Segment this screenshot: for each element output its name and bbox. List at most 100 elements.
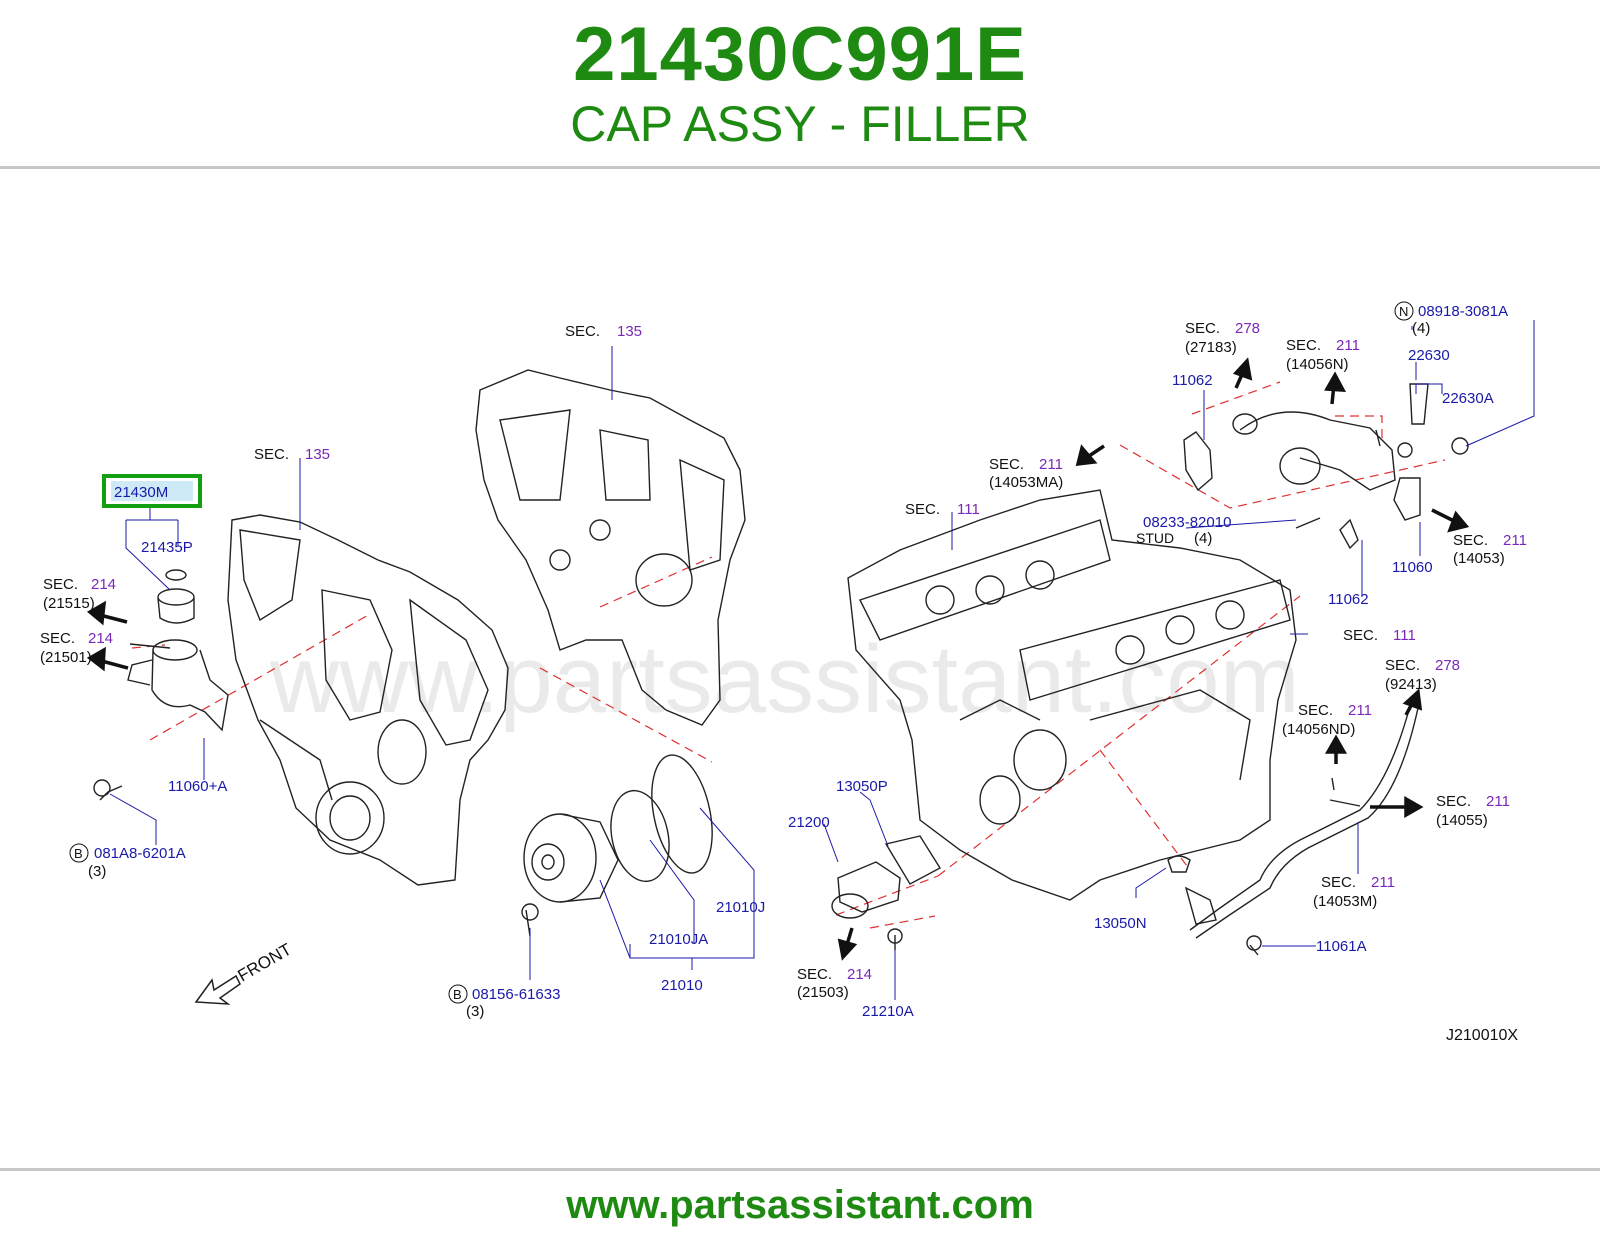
svg-text:SEC.: SEC. [989, 456, 1024, 473]
section-references: SEC. 214 (21515) SEC. 214 (21501) SEC. 1… [40, 320, 1527, 1001]
svg-text:SEC.: SEC. [905, 501, 940, 518]
svg-text:(14056N): (14056N) [1286, 356, 1349, 373]
watermark: www.partsassistant.com [269, 626, 1300, 733]
water-inlet-assembly [93, 569, 229, 801]
svg-text:SEC.: SEC. [1436, 793, 1471, 810]
alignment-lines [131, 381, 1446, 929]
section-ref-211-14055[interactable]: SEC. 211 (14055) [1436, 793, 1510, 829]
part-label-22630A[interactable]: 22630A [1442, 390, 1494, 407]
svg-text:SEC.: SEC. [1321, 874, 1356, 891]
part-label-11060[interactable]: 11060 [1392, 559, 1433, 576]
badge-b-center: B [448, 984, 468, 1004]
stud-label: STUD [1136, 530, 1174, 546]
qty-081A8: (3) [88, 863, 106, 880]
part-label-08918-3081A[interactable]: 08918-3081A [1418, 303, 1508, 320]
part-label-081A8-6201A[interactable]: 081A8-6201A [94, 845, 186, 862]
svg-text:SEC.: SEC. [797, 966, 832, 983]
section-ref-211-14053M[interactable]: SEC. 211 (14053M) [1313, 874, 1395, 910]
svg-text:211: 211 [1371, 874, 1395, 891]
svg-text:(92413): (92413) [1385, 676, 1437, 693]
part-label-21210A[interactable]: 21210A [862, 1003, 914, 1020]
part-name-subtitle: CAP ASSY - FILLER [570, 96, 1030, 152]
svg-text:211: 211 [1486, 793, 1510, 810]
direction-arrows [86, 357, 1470, 961]
part-label-11060A[interactable]: 11060+A [168, 778, 227, 795]
badge-b-left: B [69, 843, 89, 863]
thermostat-housing [831, 835, 941, 950]
section-ref-135-top[interactable]: SEC. 135 [565, 323, 642, 340]
svg-text:(21515): (21515) [43, 595, 95, 612]
svg-text:278: 278 [1235, 320, 1260, 337]
section-ref-211-14056N[interactable]: SEC. 211 (14056N) [1286, 337, 1360, 373]
svg-text:SEC.: SEC. [1343, 627, 1378, 644]
section-ref-214-21503[interactable]: SEC. 214 (21503) [797, 966, 872, 1001]
section-ref-211-14053MA[interactable]: SEC. 211 (14053MA) [989, 456, 1063, 491]
part-number-labels: 21435P 11060+A B 081A8-6201A (3) B 08156… [69, 301, 1508, 1020]
header-divider [0, 166, 1600, 169]
svg-text:135: 135 [617, 323, 642, 340]
section-ref-111-lower[interactable]: SEC. 111 [1343, 627, 1416, 644]
part-label-08156-61633[interactable]: 08156-61633 [472, 986, 560, 1003]
section-ref-111-upper[interactable]: SEC. 111 [905, 501, 980, 518]
svg-text:(14055): (14055) [1436, 812, 1488, 829]
svg-text:(27183): (27183) [1185, 339, 1237, 356]
rear-timing-case [475, 369, 746, 726]
qty-08918: (4) [1412, 320, 1430, 337]
svg-text:211: 211 [1503, 532, 1527, 549]
svg-text:111: 111 [1393, 627, 1416, 644]
section-ref-214-21501[interactable]: SEC. 214 (21501) [40, 630, 113, 666]
part-label-13050N[interactable]: 13050N [1094, 915, 1147, 932]
svg-text:(14056ND): (14056ND) [1282, 721, 1355, 738]
part-label-11061A[interactable]: 11061A [1316, 938, 1367, 955]
section-ref-211-14053[interactable]: SEC. 211 (14053) [1453, 532, 1527, 567]
svg-text:278: 278 [1435, 657, 1460, 674]
highlighted-part-21430M[interactable]: 21430M [102, 474, 202, 508]
section-ref-278-92413[interactable]: SEC. 278 (92413) [1385, 657, 1460, 693]
svg-text:SEC.: SEC. [1286, 337, 1321, 354]
part-label-22630[interactable]: 22630 [1408, 347, 1450, 364]
svg-text:SEC.: SEC. [565, 323, 600, 340]
svg-text:(21501): (21501) [40, 649, 92, 666]
part-label-21430M: 21430M [114, 484, 168, 501]
footer-website-link[interactable]: www.partsassistant.com [566, 1183, 1034, 1227]
svg-text:(14053M): (14053M) [1313, 893, 1377, 910]
section-ref-278-27183[interactable]: SEC. 278 (27183) [1185, 320, 1260, 356]
part-label-11062-upper[interactable]: 11062 [1172, 372, 1213, 389]
diagram-code: J210010X [1446, 1027, 1518, 1044]
cylinder-block [847, 489, 1297, 901]
part-label-21200[interactable]: 21200 [788, 814, 830, 831]
section-ref-211-14056ND[interactable]: SEC. 211 (14056ND) [1282, 702, 1372, 738]
svg-text:B: B [74, 846, 83, 861]
svg-text:211: 211 [1336, 337, 1360, 354]
lower-water-pipe [1167, 705, 1419, 956]
qty-08233: (4) [1194, 530, 1212, 547]
part-label-08233-82010[interactable]: 08233-82010 [1143, 514, 1231, 531]
part-label-21010[interactable]: 21010 [661, 977, 703, 994]
qty-08156: (3) [466, 1003, 484, 1020]
svg-text:214: 214 [88, 630, 113, 647]
svg-text:SEC.: SEC. [1185, 320, 1220, 337]
section-ref-135-left[interactable]: SEC. 135 [254, 446, 330, 463]
part-label-11062-lower[interactable]: 11062 [1328, 591, 1369, 608]
svg-text:135: 135 [305, 446, 330, 463]
svg-text:111: 111 [957, 501, 980, 518]
page-header: 21430C991E CAP ASSY - FILLER [0, 0, 1600, 168]
part-label-13050P[interactable]: 13050P [836, 778, 888, 795]
svg-text:211: 211 [1039, 456, 1063, 473]
svg-text:SEC.: SEC. [254, 446, 289, 463]
svg-text:(14053): (14053) [1453, 550, 1505, 567]
part-label-21435P[interactable]: 21435P [141, 539, 193, 556]
water-pump [521, 754, 713, 937]
svg-text:214: 214 [847, 966, 872, 983]
svg-text:SEC.: SEC. [1298, 702, 1333, 719]
part-label-21010JA[interactable]: 21010JA [649, 931, 708, 948]
badge-n: N [1394, 301, 1414, 321]
part-label-21010J[interactable]: 21010J [716, 899, 765, 916]
section-ref-214-21515[interactable]: SEC. 214 (21515) [43, 576, 116, 612]
svg-text:SEC.: SEC. [1453, 532, 1488, 549]
footer-divider [0, 1168, 1600, 1171]
svg-text:211: 211 [1348, 702, 1372, 719]
svg-text:SEC.: SEC. [1385, 657, 1420, 674]
svg-text:SEC.: SEC. [40, 630, 75, 647]
